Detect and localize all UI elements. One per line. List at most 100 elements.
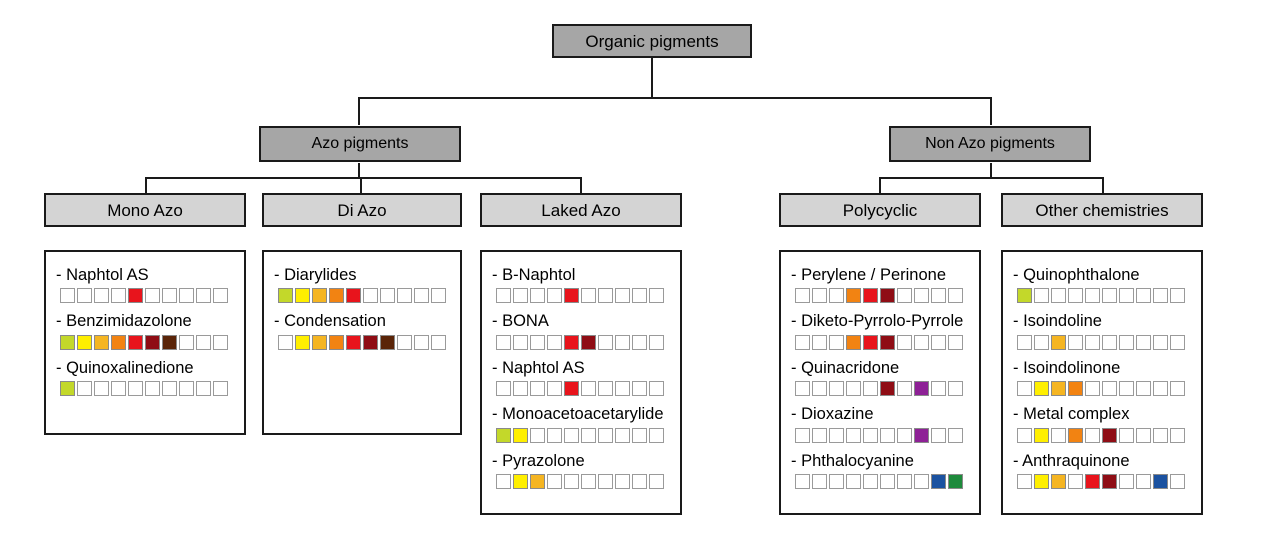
color-swatch-dark_red xyxy=(145,334,160,350)
color-swatch-empty xyxy=(632,334,647,350)
node-azo-pigments[interactable]: Azo pigments xyxy=(259,126,461,162)
color-swatch-empty xyxy=(812,381,827,397)
color-swatch-empty xyxy=(414,334,429,350)
color-swatch-row xyxy=(795,288,969,304)
color-swatch-empty xyxy=(1119,381,1134,397)
color-swatch-empty xyxy=(632,288,647,304)
connector-diazo-down xyxy=(360,177,362,193)
color-swatch-orange xyxy=(846,334,861,350)
color-swatch-empty xyxy=(145,381,160,397)
color-swatch-empty xyxy=(1119,288,1134,304)
color-swatch-empty xyxy=(649,427,664,443)
color-swatch-empty xyxy=(1170,288,1185,304)
color-swatch-empty xyxy=(829,427,844,443)
node-polycyclic[interactable]: Polycyclic xyxy=(779,193,981,227)
node-non-azo-pigments[interactable]: Non Azo pigments xyxy=(889,126,1091,162)
pigment-entry-label: - Quinophthalone xyxy=(1013,266,1140,284)
color-swatch-yellow xyxy=(513,427,528,443)
color-swatch-empty xyxy=(795,427,810,443)
color-swatch-empty xyxy=(431,288,446,304)
color-swatch-row xyxy=(278,288,450,304)
color-swatch-orange xyxy=(1068,381,1083,397)
color-swatch-yellow xyxy=(1034,381,1049,397)
color-swatch-empty xyxy=(897,381,912,397)
node-organic-pigments[interactable]: Organic pigments xyxy=(552,24,752,58)
color-swatch-empty xyxy=(829,381,844,397)
color-swatch-yellow_green xyxy=(60,381,75,397)
color-swatch-amber xyxy=(94,334,109,350)
color-swatch-empty xyxy=(581,474,596,490)
color-swatch-row xyxy=(795,427,969,443)
color-swatch-brown xyxy=(162,334,177,350)
color-swatch-yellow xyxy=(1034,474,1049,490)
color-swatch-row xyxy=(795,334,969,350)
color-swatch-empty xyxy=(863,474,878,490)
color-swatch-empty xyxy=(598,288,613,304)
color-swatch-empty xyxy=(397,334,412,350)
connector-root-down xyxy=(651,58,653,98)
color-swatch-empty xyxy=(380,288,395,304)
color-swatch-empty xyxy=(1119,334,1134,350)
color-swatch-empty xyxy=(1153,288,1168,304)
color-swatch-empty xyxy=(496,334,511,350)
color-swatch-dark_red xyxy=(363,334,378,350)
color-swatch-red xyxy=(863,288,878,304)
pigment-entry-label: - Condensation xyxy=(274,312,386,331)
color-swatch-empty xyxy=(179,381,194,397)
node-mono-azo[interactable]: Mono Azo xyxy=(44,193,246,227)
color-swatch-empty xyxy=(931,427,946,443)
color-swatch-empty xyxy=(530,334,545,350)
color-swatch-empty xyxy=(1017,381,1032,397)
color-swatch-row xyxy=(60,381,234,397)
color-swatch-empty xyxy=(278,334,293,350)
color-swatch-empty xyxy=(547,334,562,350)
pigment-entry-label: - Isoindoline xyxy=(1013,312,1102,331)
pigment-entry-label: - Benzimidazolone xyxy=(56,312,192,331)
color-swatch-empty xyxy=(649,334,664,350)
color-swatch-row xyxy=(60,288,234,304)
pigment-entry: - BONA xyxy=(492,312,670,350)
color-swatch-empty xyxy=(581,381,596,397)
pigment-entry-label: - Diketo-Pyrrolo-Pyrrole xyxy=(791,312,964,331)
color-swatch-yellow xyxy=(1034,427,1049,443)
color-swatch-empty xyxy=(530,381,545,397)
pigment-entry-label: - Quinoxalinedione xyxy=(56,358,194,377)
color-swatch-empty xyxy=(795,474,810,490)
color-swatch-empty xyxy=(931,288,946,304)
pigment-entry: - Diarylides xyxy=(274,266,450,304)
color-swatch-yellow_green xyxy=(496,427,511,443)
color-swatch-row xyxy=(496,288,670,304)
color-swatch-empty xyxy=(1153,381,1168,397)
color-swatch-empty xyxy=(1051,288,1066,304)
pigment-entry: - Quinoxalinedione xyxy=(56,358,234,397)
color-swatch-amber xyxy=(530,474,545,490)
color-swatch-empty xyxy=(128,381,143,397)
color-swatch-dark_red xyxy=(1102,474,1117,490)
pigment-entry: - Anthraquinone xyxy=(1013,451,1191,490)
color-swatch-empty xyxy=(530,427,545,443)
color-swatch-empty xyxy=(196,381,211,397)
color-swatch-empty xyxy=(397,288,412,304)
color-swatch-empty xyxy=(931,381,946,397)
color-swatch-empty xyxy=(897,288,912,304)
node-other-chemistries[interactable]: Other chemistries xyxy=(1001,193,1203,227)
color-swatch-empty xyxy=(812,288,827,304)
node-laked-azo[interactable]: Laked Azo xyxy=(480,193,682,227)
pigment-entry-label: - Quinacridone xyxy=(791,358,900,377)
color-swatch-empty xyxy=(111,288,126,304)
pigment-entry-label: - Anthraquinone xyxy=(1013,451,1130,470)
node-di-azo[interactable]: Di Azo xyxy=(262,193,462,227)
pigment-entry-label: - Diarylides xyxy=(274,266,357,284)
color-swatch-empty xyxy=(1102,334,1117,350)
color-swatch-yellow_green xyxy=(60,334,75,350)
color-swatch-empty xyxy=(795,381,810,397)
color-swatch-empty xyxy=(1153,334,1168,350)
color-swatch-empty xyxy=(914,288,929,304)
pigment-entry-label: - Isoindolinone xyxy=(1013,358,1121,377)
color-swatch-empty xyxy=(829,474,844,490)
connector-polycyclic-down xyxy=(879,177,881,193)
color-swatch-empty xyxy=(213,334,228,350)
color-swatch-empty xyxy=(829,288,844,304)
color-swatch-empty xyxy=(632,474,647,490)
color-swatch-amber xyxy=(1051,381,1066,397)
